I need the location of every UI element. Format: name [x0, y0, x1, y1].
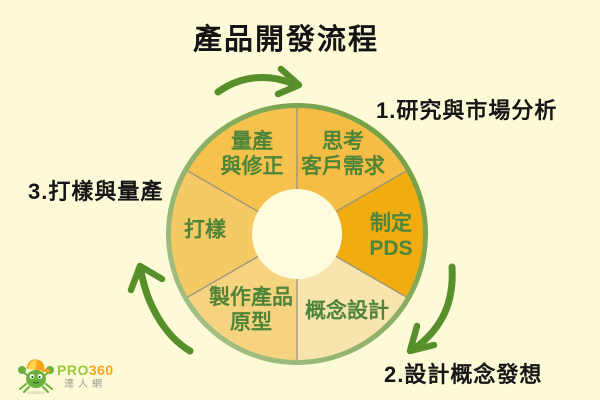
segment-label-sampling: 打樣	[184, 218, 226, 242]
segment-label-mass-production: 量產 與修正	[220, 130, 284, 178]
brand-name: PRO360	[57, 363, 114, 377]
brand-pro-text: PRO	[57, 362, 89, 378]
segment-label-prototype: 製作產品 原型	[209, 286, 293, 334]
step-1-label: 1.研究與市場分析	[376, 98, 558, 123]
logo-wordmark: PRO360 達人網	[57, 363, 114, 390]
donut-hole	[252, 189, 342, 279]
arrow-left-icon	[127, 262, 194, 355]
step-2-label: 2.設計概念發想	[384, 362, 543, 387]
segment-label-pds: 制定 PDS	[369, 212, 413, 260]
step-3-label: 3.打樣與量產	[28, 179, 164, 204]
page-title: 產品開發流程	[192, 24, 379, 56]
brand-360-text: 360	[88, 362, 114, 378]
outer-ring	[166, 103, 428, 365]
wedge-pds	[297, 170, 425, 298]
arrow-top-icon	[214, 65, 303, 98]
segment-label-customer-needs: 思考 客戶需求	[301, 130, 385, 178]
crab-mascot-icon	[18, 359, 54, 395]
wedge-sampling	[169, 170, 297, 298]
arrow-right-icon	[406, 263, 456, 355]
cycle-arrows	[127, 65, 456, 355]
brand-tagline: 達人網	[64, 379, 106, 390]
segment-label-concept-design: 概念設計	[305, 299, 389, 323]
